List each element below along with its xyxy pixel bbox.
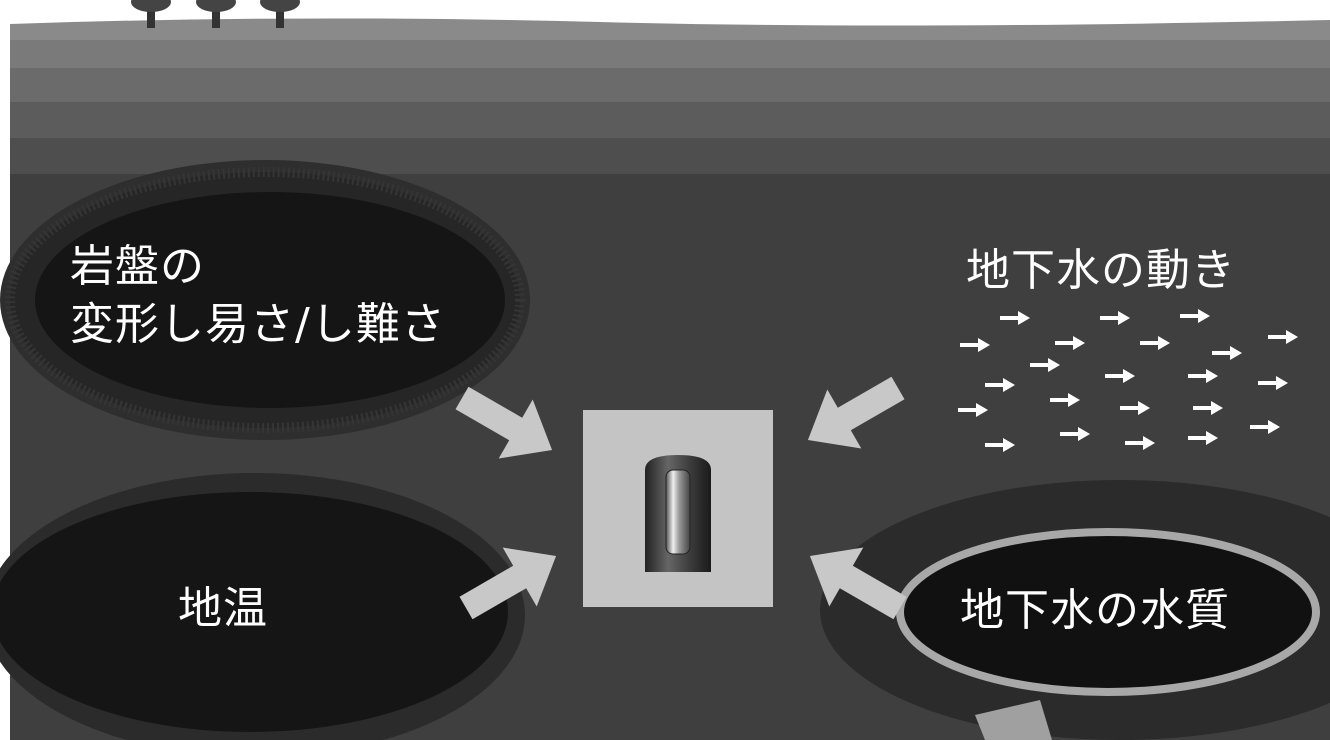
tree-icon [131, 0, 171, 28]
flow-arrow-icon [1212, 346, 1242, 360]
tree-icon [260, 0, 300, 28]
flow-arrow-icon [1125, 436, 1155, 450]
rock-deformability-zone [0, 160, 530, 440]
flow-arrow-icon [985, 438, 1015, 452]
rock-deformability-label: 岩盤の 変形し易さ/し難さ [70, 238, 446, 354]
ground-temperature-label: 地温 [178, 583, 268, 634]
rock-deformability-label-line1: 岩盤の [70, 241, 205, 292]
flow-arrow-icon [1268, 330, 1298, 344]
tree-icon [196, 0, 236, 28]
flow-arrow-icon [1055, 336, 1085, 350]
flow-arrow-icon [1100, 311, 1130, 325]
flow-arrow-icon [1180, 309, 1210, 323]
flow-arrow-icon [1030, 358, 1060, 372]
rock-deformability-label-line2: 変形し易さ/し難さ [70, 299, 446, 350]
arrow-icon [809, 547, 907, 620]
flow-arrow-icon [1050, 393, 1080, 407]
flow-arrow-icon [1000, 311, 1030, 325]
arrow-icon [459, 547, 557, 620]
flow-arrow-icon [1250, 420, 1280, 434]
flow-arrow-icon [958, 403, 988, 417]
flow-arrow-icon [1258, 376, 1288, 390]
flow-arrow-icon [1188, 369, 1218, 383]
flow-arrow-icon [1120, 401, 1150, 415]
groundwater-quality-label: 地下水の水質 [960, 585, 1230, 636]
flow-arrow-icon [1188, 431, 1218, 445]
flow-arrow-icon [1193, 401, 1223, 415]
flow-arrow-icon [1140, 336, 1170, 350]
flow-arrow-icon [985, 378, 1015, 392]
arrow-icon [807, 376, 905, 449]
groundwater-quality-zone [820, 480, 1330, 740]
arrow-icon [455, 386, 553, 459]
groundwater-movement-label: 地下水の動き [966, 245, 1236, 296]
groundwater-flow-arrows [958, 309, 1298, 452]
flow-arrow-icon [960, 338, 990, 352]
waste-canister-icon [645, 455, 711, 572]
ground-temperature-zone [0, 473, 525, 740]
flow-arrow-icon [1060, 427, 1090, 441]
flow-arrow-icon [1105, 369, 1135, 383]
